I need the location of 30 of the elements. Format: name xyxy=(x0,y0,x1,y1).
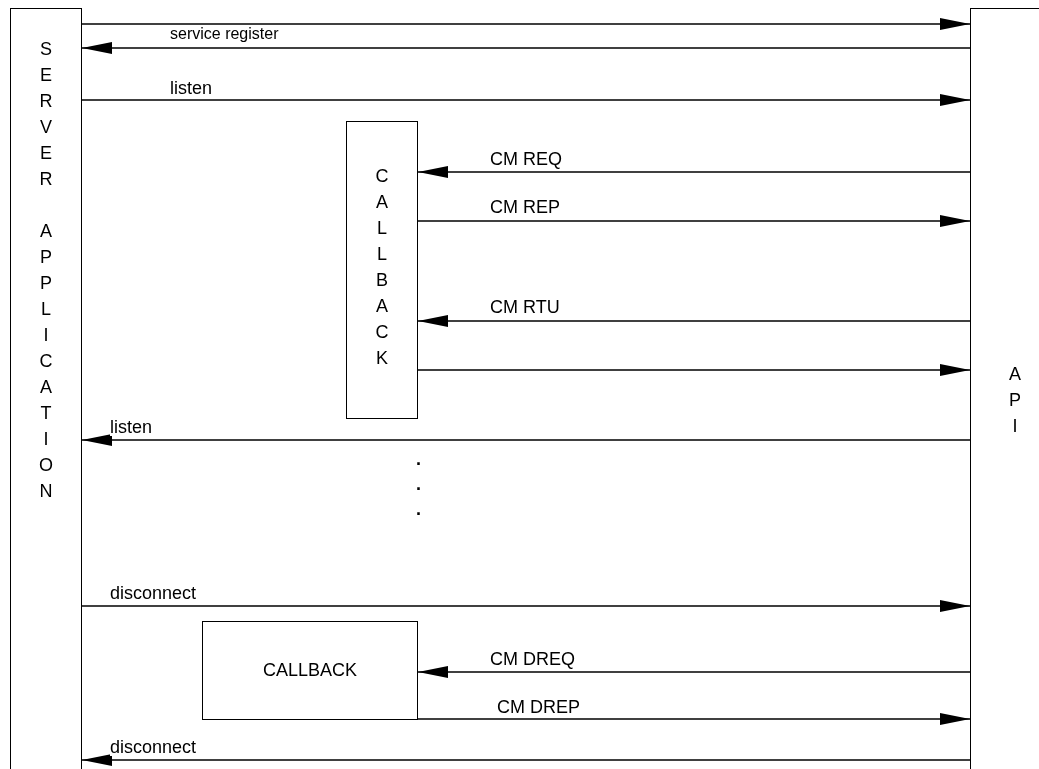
edge-label: CM REQ xyxy=(490,150,562,168)
node-label: CALLBACK xyxy=(373,166,391,374)
arrow xyxy=(417,713,971,725)
arrow xyxy=(417,666,971,678)
edge-label: CM RTU xyxy=(490,298,560,316)
node-label: API xyxy=(1006,364,1024,442)
edge-label: disconnect xyxy=(110,738,197,756)
arrow xyxy=(81,18,971,30)
arrow xyxy=(81,42,971,54)
arrow xyxy=(417,315,971,327)
edge-label: listen xyxy=(110,418,153,436)
edge-label: service register xyxy=(170,26,279,42)
edge-label: disconnect xyxy=(110,584,197,602)
process-box xyxy=(202,621,418,720)
arrow xyxy=(417,215,971,227)
arrow xyxy=(81,600,971,612)
arrow xyxy=(81,754,971,766)
edge-label: CM DREP xyxy=(497,698,580,716)
lifeline-bar xyxy=(10,8,82,769)
lifeline-bar xyxy=(970,8,1039,769)
edge-label: listen xyxy=(170,79,213,97)
edge-label: CM DREQ xyxy=(490,650,575,668)
node-label: CALLBACK xyxy=(262,660,357,681)
arrow xyxy=(81,94,971,106)
node-label: SERVER APPLICATION xyxy=(37,39,55,507)
lifeline-bar xyxy=(346,121,418,419)
arrow xyxy=(417,166,971,178)
arrow xyxy=(81,434,971,446)
edge-label: CM REP xyxy=(490,198,560,216)
arrow xyxy=(417,364,971,376)
